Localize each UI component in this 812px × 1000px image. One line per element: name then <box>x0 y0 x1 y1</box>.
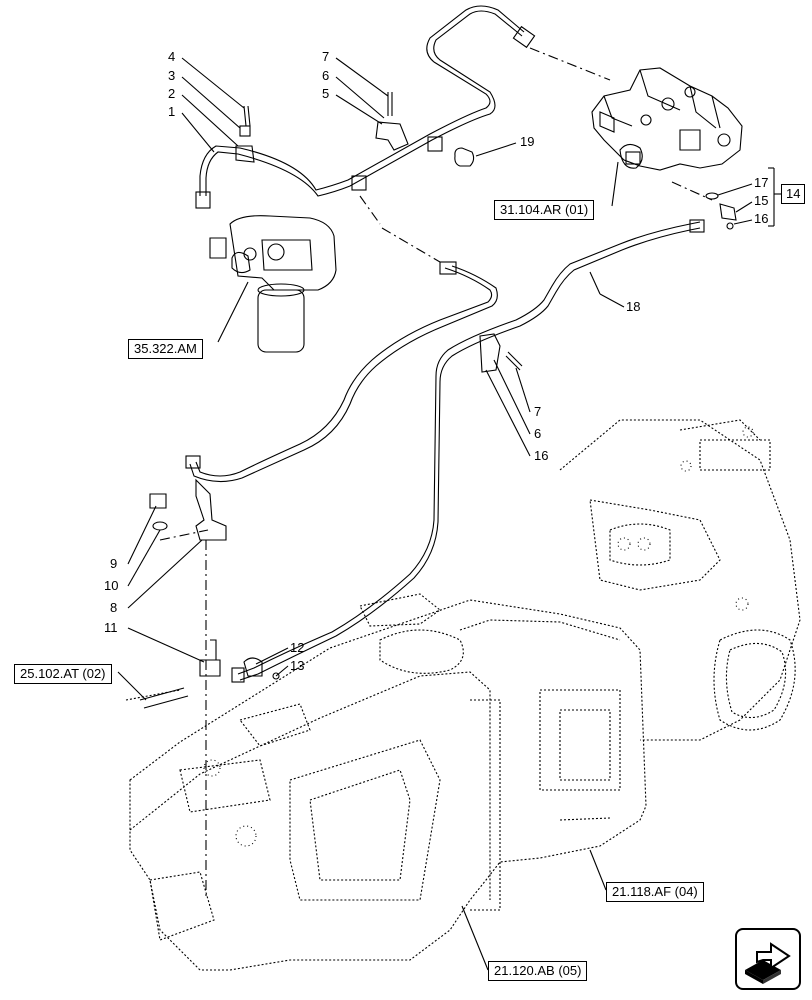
callout-8: 8 <box>110 600 117 615</box>
callout-7: 7 <box>322 49 329 64</box>
cap <box>454 147 475 167</box>
callout-10: 10 <box>104 578 118 593</box>
callout-13: 13 <box>290 658 304 673</box>
callout-16: 16 <box>754 211 768 226</box>
tractor-frame <box>125 419 801 971</box>
callout-6b: 6 <box>534 426 541 441</box>
callout-14: 14 <box>786 186 801 201</box>
callout-5: 5 <box>322 86 329 101</box>
pipe-fitting <box>427 136 443 152</box>
callout-labels: 4 3 2 1 7 6 5 19 17 15 16 18 7 6 16 9 10… <box>104 49 768 673</box>
pipe-middle <box>185 261 498 483</box>
callout-16b: 16 <box>534 448 548 463</box>
callout-1: 1 <box>168 104 175 119</box>
next-page-button[interactable] <box>735 928 801 990</box>
reference-21-120-AB[interactable]: 21.120.AB (05) <box>488 961 588 981</box>
leader-lines <box>117 57 782 971</box>
callout-9: 9 <box>110 556 117 571</box>
callout-17: 17 <box>754 175 768 190</box>
callout-4: 4 <box>168 49 175 64</box>
callout-14-group: 14 <box>781 184 806 204</box>
callout-19: 19 <box>520 134 534 149</box>
callout-18: 18 <box>626 299 640 314</box>
pipe-fitting <box>351 175 367 191</box>
pipe-upper <box>195 5 536 209</box>
valve-block <box>591 67 743 171</box>
callout-11: 11 <box>104 620 118 635</box>
reference-21-118-AF[interactable]: 21.118.AF (04) <box>606 882 704 902</box>
next-page-arrow-icon <box>745 942 791 984</box>
callout-15: 15 <box>754 193 768 208</box>
callout-12: 12 <box>290 640 304 655</box>
callout-3: 3 <box>168 68 175 83</box>
reference-31-104-AR[interactable]: 31.104.AR (01) <box>494 200 595 220</box>
pipe-18 <box>231 219 705 683</box>
callout-2: 2 <box>168 86 175 101</box>
bracket-8 <box>195 478 227 541</box>
callout-6: 6 <box>322 68 329 83</box>
callout-7b: 7 <box>534 404 541 419</box>
filter-assembly <box>209 215 337 353</box>
reference-25-102-AT[interactable]: 25.102.AT (02) <box>14 664 112 684</box>
reference-35-322-AM[interactable]: 35.322.AM <box>128 339 203 359</box>
